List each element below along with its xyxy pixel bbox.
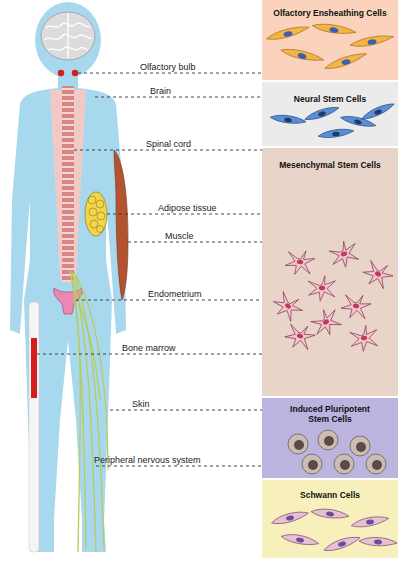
- cell-type-panel: Neural Stem Cells: [262, 82, 398, 146]
- body: [10, 74, 126, 552]
- tissue-source-label: Bone marrow: [122, 343, 176, 353]
- panel-heading: Induced Pluripotent Stem Cells: [262, 404, 398, 424]
- head: [35, 2, 101, 78]
- cell-type-panel: Schwann Cells: [262, 480, 398, 558]
- tissue-source-label: Adipose tissue: [158, 203, 217, 213]
- panel-heading: Mesenchymal Stem Cells: [262, 160, 398, 170]
- brain: [41, 12, 95, 76]
- tissue-source-label: Brain: [150, 86, 171, 96]
- cell-type-panel: Induced Pluripotent Stem Cells: [262, 398, 398, 478]
- panel-heading: Schwann Cells: [262, 490, 398, 500]
- cell-type-panel: Mesenchymal Stem Cells: [262, 148, 398, 396]
- olfactory-bulb-dot: [72, 70, 78, 76]
- muscle: [114, 150, 128, 300]
- bone-marrow: [31, 338, 37, 398]
- leader-lines: [37, 73, 262, 466]
- tissue-source-label: Spinal cord: [146, 139, 191, 149]
- tissue-source-label: Peripheral nervous system: [94, 455, 201, 465]
- tissue-source-label: Skin: [132, 399, 150, 409]
- uterus: [54, 288, 83, 314]
- femur-bone: [29, 302, 39, 552]
- cell-type-panel: Olfactory Ensheathing Cells: [262, 0, 398, 80]
- tissue-source-label: Olfactory bulb: [140, 62, 196, 72]
- panel-heading: Neural Stem Cells: [262, 94, 398, 104]
- body-silhouette: [10, 2, 126, 552]
- olfactory-bulb-dot: [58, 70, 64, 76]
- panel-heading: Olfactory Ensheathing Cells: [262, 8, 398, 18]
- tissue-source-label: Endometrium: [148, 289, 202, 299]
- peripheral-nerves: [70, 270, 108, 552]
- mesenchymal-stem-cells: [269, 238, 396, 353]
- tissue-source-label: Muscle: [165, 231, 194, 241]
- neural-stem-cells: [270, 102, 396, 139]
- adipose-tissue: [85, 192, 107, 236]
- schwann-cells: [270, 506, 397, 553]
- ensheathing-cells: [265, 20, 394, 71]
- pluripotent-stem-cells: [288, 430, 386, 474]
- spinal-cord: [50, 86, 86, 282]
